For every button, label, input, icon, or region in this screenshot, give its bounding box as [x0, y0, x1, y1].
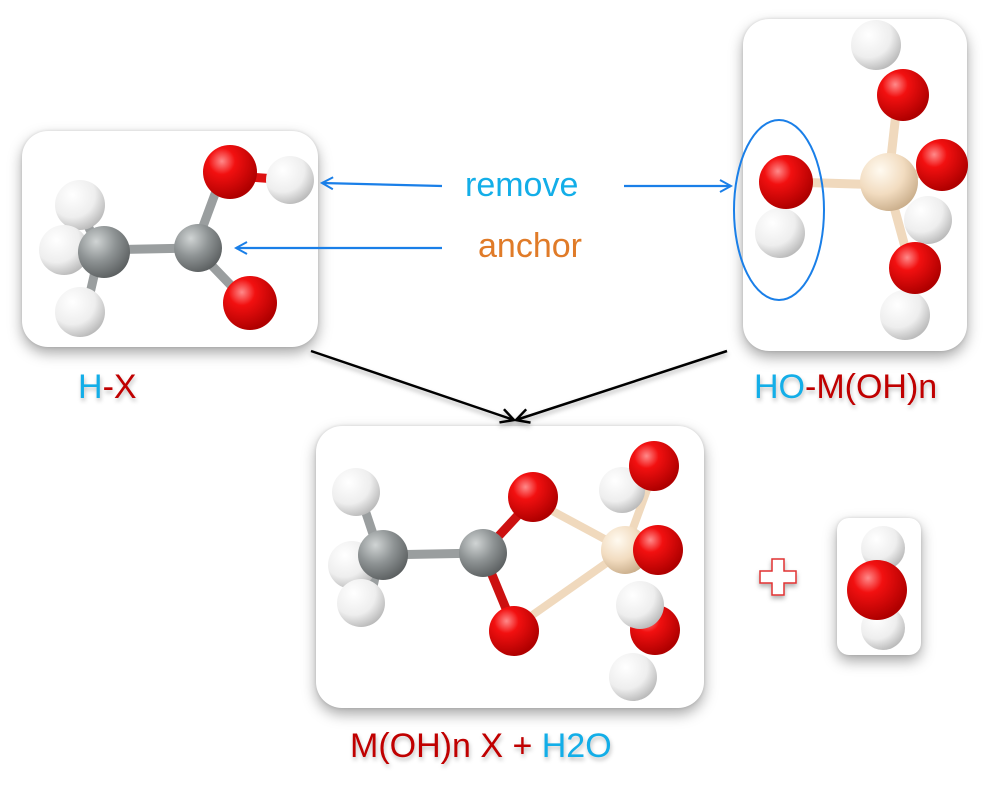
hydrogen-atom [755, 208, 805, 258]
hydrogen-atom [55, 287, 105, 337]
hydrogen-atom [266, 156, 314, 204]
remove-label: remove [465, 166, 579, 204]
hydrogen-atom [851, 20, 901, 70]
acetic-acid-molecule [39, 145, 314, 337]
hydrogen-atom [880, 290, 930, 340]
hydrogen-atom [616, 581, 664, 629]
metal-part: -M(OH)n [805, 368, 938, 406]
carbon-atom [358, 530, 408, 580]
oxygen-atom [759, 155, 813, 209]
hydrogen-part: H [78, 368, 103, 406]
reactant-metal-hydroxide-label: HO-M(OH)n [754, 368, 937, 407]
product-complex-molecule [328, 441, 683, 701]
oxygen-atom [629, 441, 679, 491]
hydrogen-atom [39, 225, 89, 275]
oxygen-atom [847, 560, 907, 620]
plus-icon [759, 558, 797, 596]
product-label: M(OH)n X + H2O [350, 727, 612, 766]
oxygen-atom [223, 276, 277, 330]
hydrogen-atom [55, 180, 105, 230]
metal-atom [860, 153, 918, 211]
oxygen-atom [916, 139, 968, 191]
hydrogen-atom [337, 579, 385, 627]
hydrogen-atom [332, 468, 380, 516]
water-molecule [847, 526, 907, 650]
reactant-hx-label: H-X [78, 368, 137, 407]
removed-hydroxyl-highlight [733, 119, 825, 301]
x-part: -X [102, 368, 137, 406]
hydrogen-atom [609, 653, 657, 701]
hydroxyl-part: HO [754, 368, 805, 406]
remove-arrow-left [322, 183, 443, 186]
reaction-arrow-right [516, 349, 728, 420]
carbon-atom [459, 529, 507, 577]
water-part: H2O [541, 727, 612, 765]
complex-part: M(OH)n X + [350, 727, 542, 765]
oxygen-atom [633, 525, 683, 575]
oxygen-atom [508, 472, 558, 522]
oxygen-atom [203, 145, 257, 199]
oxygen-atom [889, 242, 941, 294]
oxygen-atom [489, 606, 539, 656]
carbon-atom [78, 226, 130, 278]
carbon-atom [174, 224, 222, 272]
hydrogen-atom [861, 526, 905, 570]
oxygen-atom [877, 69, 929, 121]
reaction-arrow-left [310, 349, 514, 420]
metal-hydroxide-molecule [755, 20, 968, 340]
hydrogen-atom [904, 196, 952, 244]
anchor-label: anchor [478, 227, 582, 265]
